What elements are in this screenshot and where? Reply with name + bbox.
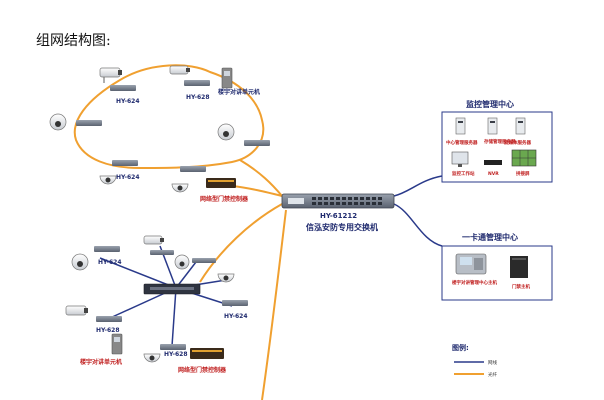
hy628-switch-top <box>184 80 210 86</box>
hy628-top-label: HY-628 <box>186 94 210 101</box>
hy624-bl1-label: HY-624 <box>98 259 122 266</box>
cc-door-label: 门禁主机 <box>512 283 530 290</box>
fiber-switch-to-lower <box>199 203 283 283</box>
server-tower-1 <box>455 117 466 135</box>
mc-nvr-label: NVR <box>488 171 499 177</box>
switch-name-label: 信泓安防专用交换机 <box>306 222 378 232</box>
dome-camera-mid-right <box>171 183 189 193</box>
camera-bullet-bl2 <box>65 305 88 316</box>
access-top-label: 网络型门禁控制器 <box>200 195 249 203</box>
camera-bullet-top <box>99 67 122 83</box>
intercom-top-label: 楼宇对讲单元机 <box>218 88 260 96</box>
access-controller-bottom <box>190 348 224 359</box>
cc-host-label: 楼宇对讲管理中心主机 <box>452 279 497 286</box>
camera-bullet-top-right <box>169 65 190 75</box>
card-center-title: 一卡通管理中心 <box>462 232 518 242</box>
intercom-unit-bottom <box>111 333 123 355</box>
hy624-switch-top <box>110 85 136 91</box>
hy628-switch-bl2 <box>160 344 186 350</box>
page-title: 组网结构图: <box>36 33 111 49</box>
hy-switch-bl-right <box>192 258 216 263</box>
intercom-master-host <box>455 253 487 275</box>
hy624-switch-bl1 <box>94 246 120 252</box>
video-wall <box>511 149 537 167</box>
server-tower-2 <box>487 117 498 135</box>
mc-ws-label: 监控工作站 <box>452 170 475 177</box>
legend: 图例: 网线 光纤 <box>452 343 497 378</box>
dome-camera-left <box>49 113 67 131</box>
dome-camera-mid <box>99 175 117 185</box>
dome-camera-right <box>217 123 235 141</box>
core-switch <box>281 193 395 209</box>
dome-camera-br <box>217 273 235 283</box>
lower-core-switch <box>143 283 201 295</box>
dome-camera-bl1 <box>71 253 89 271</box>
hy-switch-mid-right <box>180 166 206 172</box>
door-host <box>510 256 528 278</box>
hy-switch-right <box>244 140 270 146</box>
legend-fiber-label: 光纤 <box>488 371 497 378</box>
top-fiber-ring <box>73 64 265 170</box>
nvr-device <box>484 160 502 165</box>
hy624-switch-mid <box>112 160 138 166</box>
access-controller-top <box>206 178 236 188</box>
monitor-center-title: 监控管理中心 <box>466 99 514 109</box>
hy624-bl2-label: HY-624 <box>224 313 248 320</box>
mc-wall-label: 拼接屏 <box>516 170 530 177</box>
mc-server2-label: 存储管理服务器 <box>483 138 516 145</box>
net-to-card-center <box>393 203 443 247</box>
hy628-switch-bl1 <box>96 316 122 322</box>
intercom-bottom-label: 楼宇对讲单元机 <box>80 358 122 366</box>
hy628-bl2-label: HY-628 <box>164 351 188 358</box>
intercom-unit-top <box>221 67 233 89</box>
hy628-bl1-label: HY-628 <box>96 327 120 334</box>
dome-camera-bl2 <box>174 254 190 270</box>
fiber-ring-to-switch <box>239 159 283 197</box>
legend-title: 图例: <box>452 343 469 352</box>
mc-server3-label: 流媒体服务器 <box>504 139 531 146</box>
legend-net-label: 网线 <box>488 359 497 366</box>
fiber-links <box>73 64 287 400</box>
camera-bullet-bl <box>143 235 164 245</box>
hy-switch-left <box>76 120 102 126</box>
net-to-monitor-center <box>393 175 443 197</box>
fiber-access-to-switch <box>231 185 283 197</box>
hy624-top-label: HY-624 <box>116 98 140 105</box>
hy624-mid-label: HY-624 <box>116 174 140 181</box>
workstation-monitor <box>451 151 469 167</box>
mc-server1-label: 中心管理服务器 <box>446 139 478 146</box>
fiber-switch-to-bottom <box>261 209 287 400</box>
access-bottom-label: 网络型门禁控制器 <box>178 366 227 374</box>
hy-switch-bl-top <box>150 250 174 255</box>
switch-model-label: HY-61212 <box>320 212 357 220</box>
hy624-switch-bl2 <box>222 300 248 306</box>
server-tower-3 <box>515 117 526 135</box>
dome-camera-bottom <box>143 353 161 363</box>
